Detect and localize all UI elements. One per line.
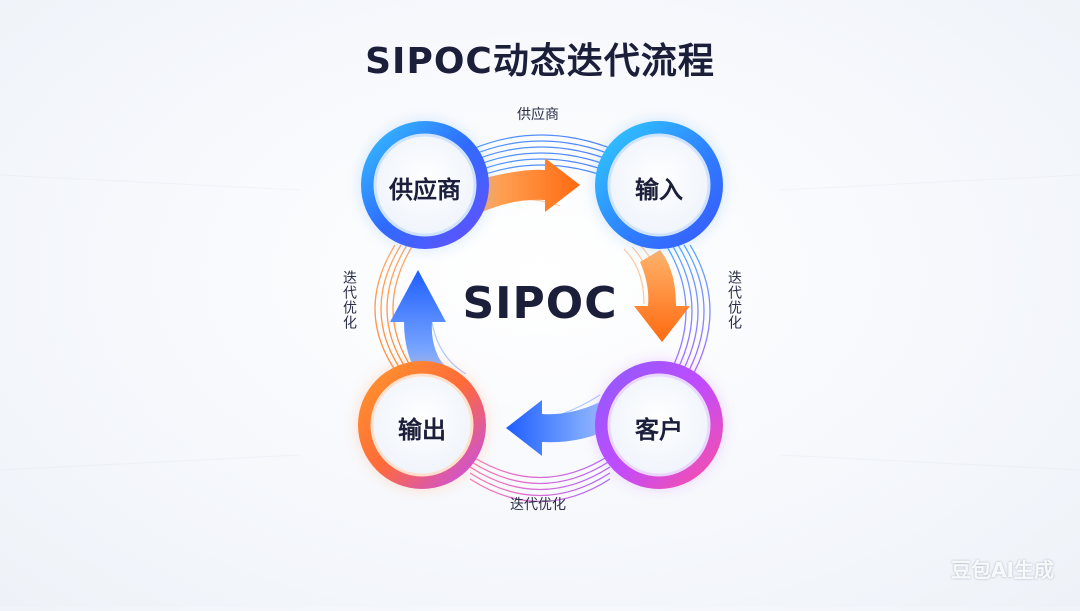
edge-label-right: 迭代优化 <box>726 270 742 330</box>
edge-label-top: 供应商 <box>517 107 559 123</box>
band-bottom <box>469 454 611 503</box>
node-label-output: 输出 <box>398 416 446 444</box>
arrow-customer-to-output <box>506 400 612 456</box>
background-rays <box>0 174 1080 471</box>
arrow-output-to-supplier <box>390 270 448 385</box>
watermark: 豆包AI生成 <box>951 558 1054 582</box>
node-label-customer: 客户 <box>635 416 683 444</box>
band-left <box>374 244 414 371</box>
diagram-title: SIPOC动态迭代流程 <box>365 41 715 82</box>
center-label: SIPOC <box>462 278 618 329</box>
node-supplier <box>361 121 489 249</box>
node-output <box>358 361 486 489</box>
node-label-supplier: 供应商 <box>389 176 461 204</box>
node-customer <box>595 361 723 489</box>
arrow-input-to-customer <box>634 250 690 342</box>
node-label-input: 输入 <box>635 176 683 204</box>
arrow-supplier-to-input <box>470 158 580 212</box>
node-input <box>595 121 723 249</box>
edge-label-bottom: 迭代优化 <box>510 497 566 513</box>
edge-label-left: 迭代优化 <box>341 270 357 330</box>
